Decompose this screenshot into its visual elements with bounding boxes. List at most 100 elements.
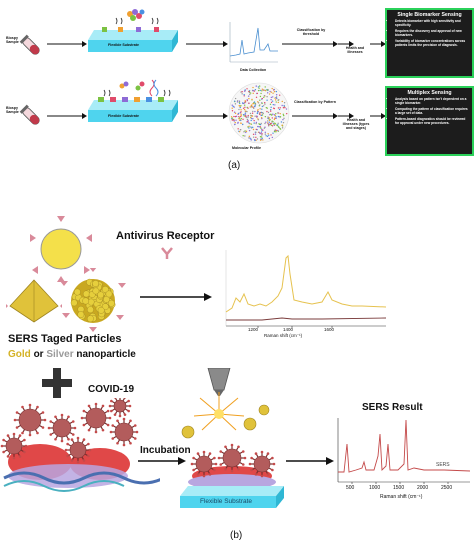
classification-threshold-label: Classification by threshold xyxy=(296,28,326,37)
single-biomarker-list: Detects biomarker with high sensitivity … xyxy=(387,19,472,47)
profile-dot xyxy=(266,107,268,109)
profile-dot xyxy=(250,115,253,117)
particle-type-label: Gold or Silver nanoparticle xyxy=(8,349,136,360)
profile-dot xyxy=(267,120,269,122)
profile-dot xyxy=(274,117,276,119)
profile-dot xyxy=(252,128,255,131)
profile-dot xyxy=(264,103,266,105)
profile-dot xyxy=(259,104,261,106)
profile-dot xyxy=(277,124,279,126)
biomarker-molecules-icon xyxy=(115,9,159,25)
profile-dot xyxy=(238,117,241,119)
profile-dot xyxy=(254,103,257,105)
profile-dot xyxy=(243,90,246,92)
profile-dot xyxy=(247,114,249,117)
profile-dot xyxy=(281,127,284,129)
profile-dot xyxy=(275,116,277,118)
spec2-tick-500: 500 xyxy=(346,485,355,491)
profile-dot xyxy=(259,99,261,101)
spec2-tick-1500: 1500 xyxy=(393,485,405,491)
profile-dot xyxy=(240,115,242,118)
profile-dot xyxy=(270,96,273,99)
profile-dot xyxy=(268,137,271,140)
profile-dot xyxy=(239,105,241,107)
profile-dot xyxy=(281,124,283,126)
cluster-bead xyxy=(101,286,109,293)
arrow-to-result xyxy=(286,457,334,465)
profile-dot xyxy=(234,97,237,100)
profile-dot xyxy=(262,139,264,141)
profile-dot xyxy=(240,114,242,117)
profile-dot xyxy=(254,105,256,108)
profile-dot xyxy=(242,107,245,110)
profile-dot xyxy=(264,126,266,128)
arrow-2 xyxy=(186,41,228,47)
profile-dot xyxy=(236,101,239,103)
profile-dot xyxy=(269,90,271,93)
profile-dot xyxy=(275,94,278,96)
profile-dot xyxy=(275,131,277,133)
profile-dot xyxy=(264,86,266,88)
profile-dot xyxy=(267,116,269,118)
profile-dot xyxy=(238,100,241,102)
virus-icon xyxy=(108,398,132,418)
profile-dot xyxy=(248,122,250,124)
profile-dot xyxy=(254,133,257,135)
profile-dot xyxy=(259,113,261,116)
profile-dot xyxy=(234,115,237,118)
profile-dot xyxy=(272,107,275,109)
profile-dot xyxy=(271,114,273,116)
multiplex-bullet: Pattern-based diagnostics should be revi… xyxy=(395,117,469,126)
profile-dot xyxy=(245,130,248,133)
profile-dot xyxy=(277,112,279,114)
profile-dot xyxy=(246,99,248,101)
profile-dot xyxy=(261,102,263,104)
profile-dot xyxy=(263,95,266,97)
profile-dot xyxy=(255,85,257,87)
profile-dot xyxy=(247,116,249,118)
cluster-receptor xyxy=(116,315,124,320)
profile-dot xyxy=(240,113,242,115)
virus-icon xyxy=(109,417,139,447)
cluster-receptor xyxy=(89,268,97,272)
arrow-6 xyxy=(47,113,87,119)
profile-dot xyxy=(279,107,281,109)
profile-dot xyxy=(281,104,283,107)
classification-pattern-label: Classification by Pattern xyxy=(294,100,336,104)
profile-dot xyxy=(262,89,265,91)
data-collection-spectrum xyxy=(229,22,278,63)
profile-dot xyxy=(260,138,263,141)
profile-dot xyxy=(248,97,250,100)
profile-dot xyxy=(252,136,255,138)
profile-dot xyxy=(256,138,259,140)
cluster-bead xyxy=(87,306,94,314)
profile-dot xyxy=(262,105,265,107)
profile-dot xyxy=(244,112,247,114)
profile-dot xyxy=(250,105,252,107)
profile-dot xyxy=(270,124,273,126)
profile-dot xyxy=(255,121,258,124)
profile-dot xyxy=(283,104,285,107)
profile-dot xyxy=(272,113,274,115)
profile-dot xyxy=(266,110,268,113)
profile-dot xyxy=(272,132,274,134)
profile-dot xyxy=(272,96,274,98)
arrow-1 xyxy=(47,41,87,47)
single-biomarker-title: Single Biomarker Sensing xyxy=(397,12,462,18)
arrow-8 xyxy=(292,113,338,119)
virus-icon xyxy=(64,436,92,464)
arrow-to-spectrum xyxy=(140,293,212,301)
profile-dot xyxy=(236,100,239,102)
multiplex-sensing-box: Multiplex Sensing Analysis based on patt… xyxy=(385,86,474,156)
profile-dot xyxy=(271,87,273,90)
profile-dot xyxy=(233,100,236,102)
laser-burst xyxy=(181,392,270,439)
profile-dot xyxy=(264,101,266,104)
profile-dot xyxy=(252,90,255,92)
profile-dot xyxy=(271,117,273,119)
profile-dot xyxy=(240,117,243,120)
profile-dot xyxy=(254,139,256,142)
caption-b: (b) xyxy=(230,530,243,541)
profile-dot xyxy=(263,96,265,99)
profile-dot xyxy=(271,121,273,123)
